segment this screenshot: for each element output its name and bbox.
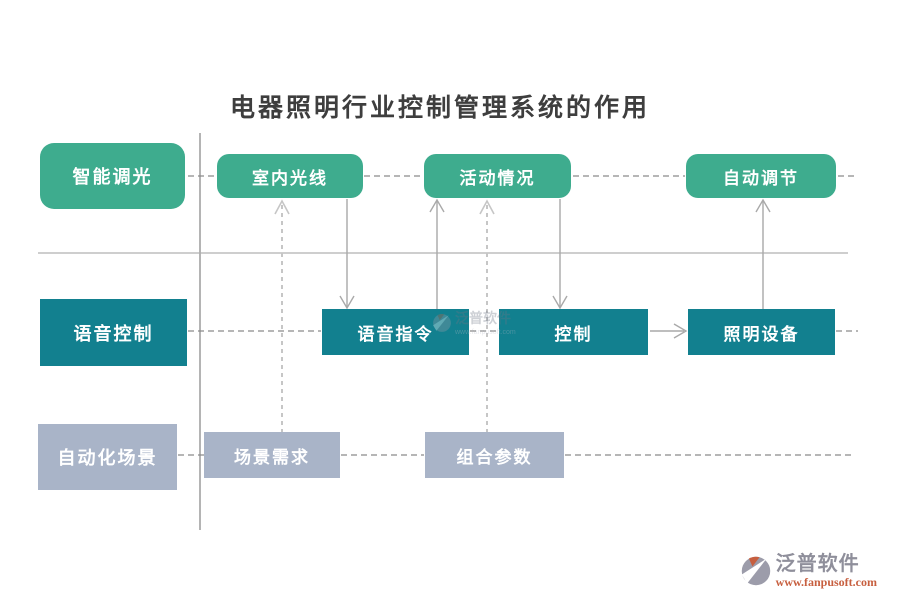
- node-combo-param: 组合参数: [425, 432, 564, 478]
- node-scene-need: 场景需求: [204, 432, 340, 478]
- node-lighting-device: 照明设备: [688, 309, 835, 355]
- node-scene-need-label: 场景需求: [234, 447, 310, 467]
- arrow-activity-to-control: [552, 199, 568, 310]
- node-voice-control: 语音控制: [40, 299, 187, 366]
- node-automation-scene: 自动化场景: [38, 424, 177, 490]
- node-lighting-device-label: 照明设备: [723, 324, 800, 344]
- node-auto-adjust-label: 自动调节: [723, 168, 799, 188]
- node-smart-dimming-label: 智能调光: [72, 167, 153, 187]
- center-watermark-url: www.fanpusoft.com: [455, 329, 516, 336]
- node-auto-adjust: 自动调节: [686, 154, 836, 198]
- center-watermark: 泛普软件 www.fanpusoft.com: [432, 313, 516, 336]
- arrow-lighting-device-to-auto-adjust: [755, 198, 771, 309]
- arrow-control-to-lighting-device: [650, 323, 688, 339]
- node-voice-command-label: 语音指令: [357, 324, 434, 344]
- node-indoor-light-label: 室内光线: [252, 168, 328, 188]
- brand-logo-icon: [741, 556, 770, 586]
- node-activity-status-label: 活动情况: [459, 168, 536, 188]
- arrow-indoor-light-to-voice-command: [339, 199, 355, 310]
- node-voice-control-label: 语音控制: [73, 323, 154, 344]
- node-smart-dimming: 智能调光: [40, 143, 185, 209]
- node-control-label: 控制: [554, 324, 593, 344]
- bottom-watermark: 泛普软件 www.fanpusoft.com: [740, 554, 877, 588]
- diagram-title: 电器照明行业控制管理系统的作用: [229, 95, 650, 122]
- center-watermark-brand: 泛普软件: [455, 312, 511, 327]
- node-activity-status: 活动情况: [424, 154, 571, 198]
- brand-logo-icon: [433, 314, 451, 332]
- node-automation-scene-label: 自动化场景: [57, 448, 158, 468]
- node-combo-param-label: 组合参数: [456, 447, 533, 467]
- bottom-watermark-url: www.fanpusoft.com: [775, 575, 877, 589]
- node-control: 控制: [499, 309, 648, 355]
- arrow-scene-need-to-indoor-light: [274, 199, 290, 433]
- node-indoor-light: 室内光线: [217, 154, 363, 198]
- bottom-watermark-brand: 泛普软件: [775, 553, 860, 575]
- arrow-voice-command-to-activity: [429, 198, 445, 309]
- node-voice-command: 语音指令: [322, 309, 469, 355]
